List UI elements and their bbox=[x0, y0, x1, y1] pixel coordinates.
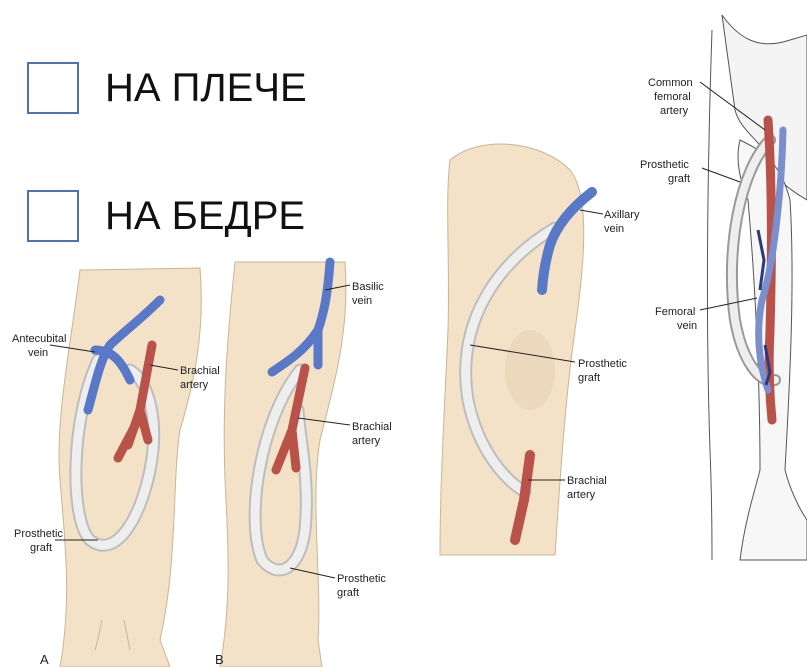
label-antecubital-2: vein bbox=[28, 347, 48, 359]
label-cfa-3: artery bbox=[660, 105, 689, 117]
label-graft-a: Prosthetic bbox=[14, 528, 63, 540]
label-graft-b: Prosthetic bbox=[337, 573, 386, 585]
label-antecubital: Antecubital bbox=[12, 333, 66, 345]
label-graft-d: Prosthetic bbox=[640, 159, 689, 171]
label-cfa: Common bbox=[648, 77, 693, 89]
figure-thigh: Common femoral artery Prosthetic graft F… bbox=[640, 15, 807, 560]
label-graft-b-2: graft bbox=[337, 587, 359, 599]
label-graft-a-2: graft bbox=[30, 542, 52, 554]
label-graft-c: Prosthetic bbox=[578, 358, 627, 370]
label-brachial-c: Brachial bbox=[567, 475, 607, 487]
label-femoral-vein: Femoral bbox=[655, 306, 695, 318]
panel-label-b: B bbox=[215, 652, 224, 667]
panel-label-a: A bbox=[40, 652, 49, 667]
figure-forearm-loop: Antecubital vein Brachial artery Prosthe… bbox=[12, 268, 220, 667]
label-brachial-c-2: artery bbox=[567, 489, 596, 501]
label-cfa-2: femoral bbox=[654, 91, 691, 103]
label-axillary-2: vein bbox=[604, 223, 624, 235]
label-graft-d-2: graft bbox=[668, 173, 690, 185]
label-brachial-a: Brachial bbox=[180, 365, 220, 377]
label-brachial-a-2: artery bbox=[180, 379, 209, 391]
label-axillary: Axillary bbox=[604, 209, 640, 221]
label-brachial-b: Brachial bbox=[352, 421, 392, 433]
label-femoral-vein-2: vein bbox=[677, 320, 697, 332]
label-basilic: Basilic bbox=[352, 281, 384, 293]
figure-arm-loop: Basilic vein Brachial artery Prosthetic … bbox=[215, 262, 392, 667]
label-graft-c-2: graft bbox=[578, 372, 600, 384]
label-basilic-2: vein bbox=[352, 295, 372, 307]
label-brachial-b-2: artery bbox=[352, 435, 381, 447]
figure-upper-arm: Axillary vein Prosthetic graft Brachial … bbox=[440, 144, 640, 555]
